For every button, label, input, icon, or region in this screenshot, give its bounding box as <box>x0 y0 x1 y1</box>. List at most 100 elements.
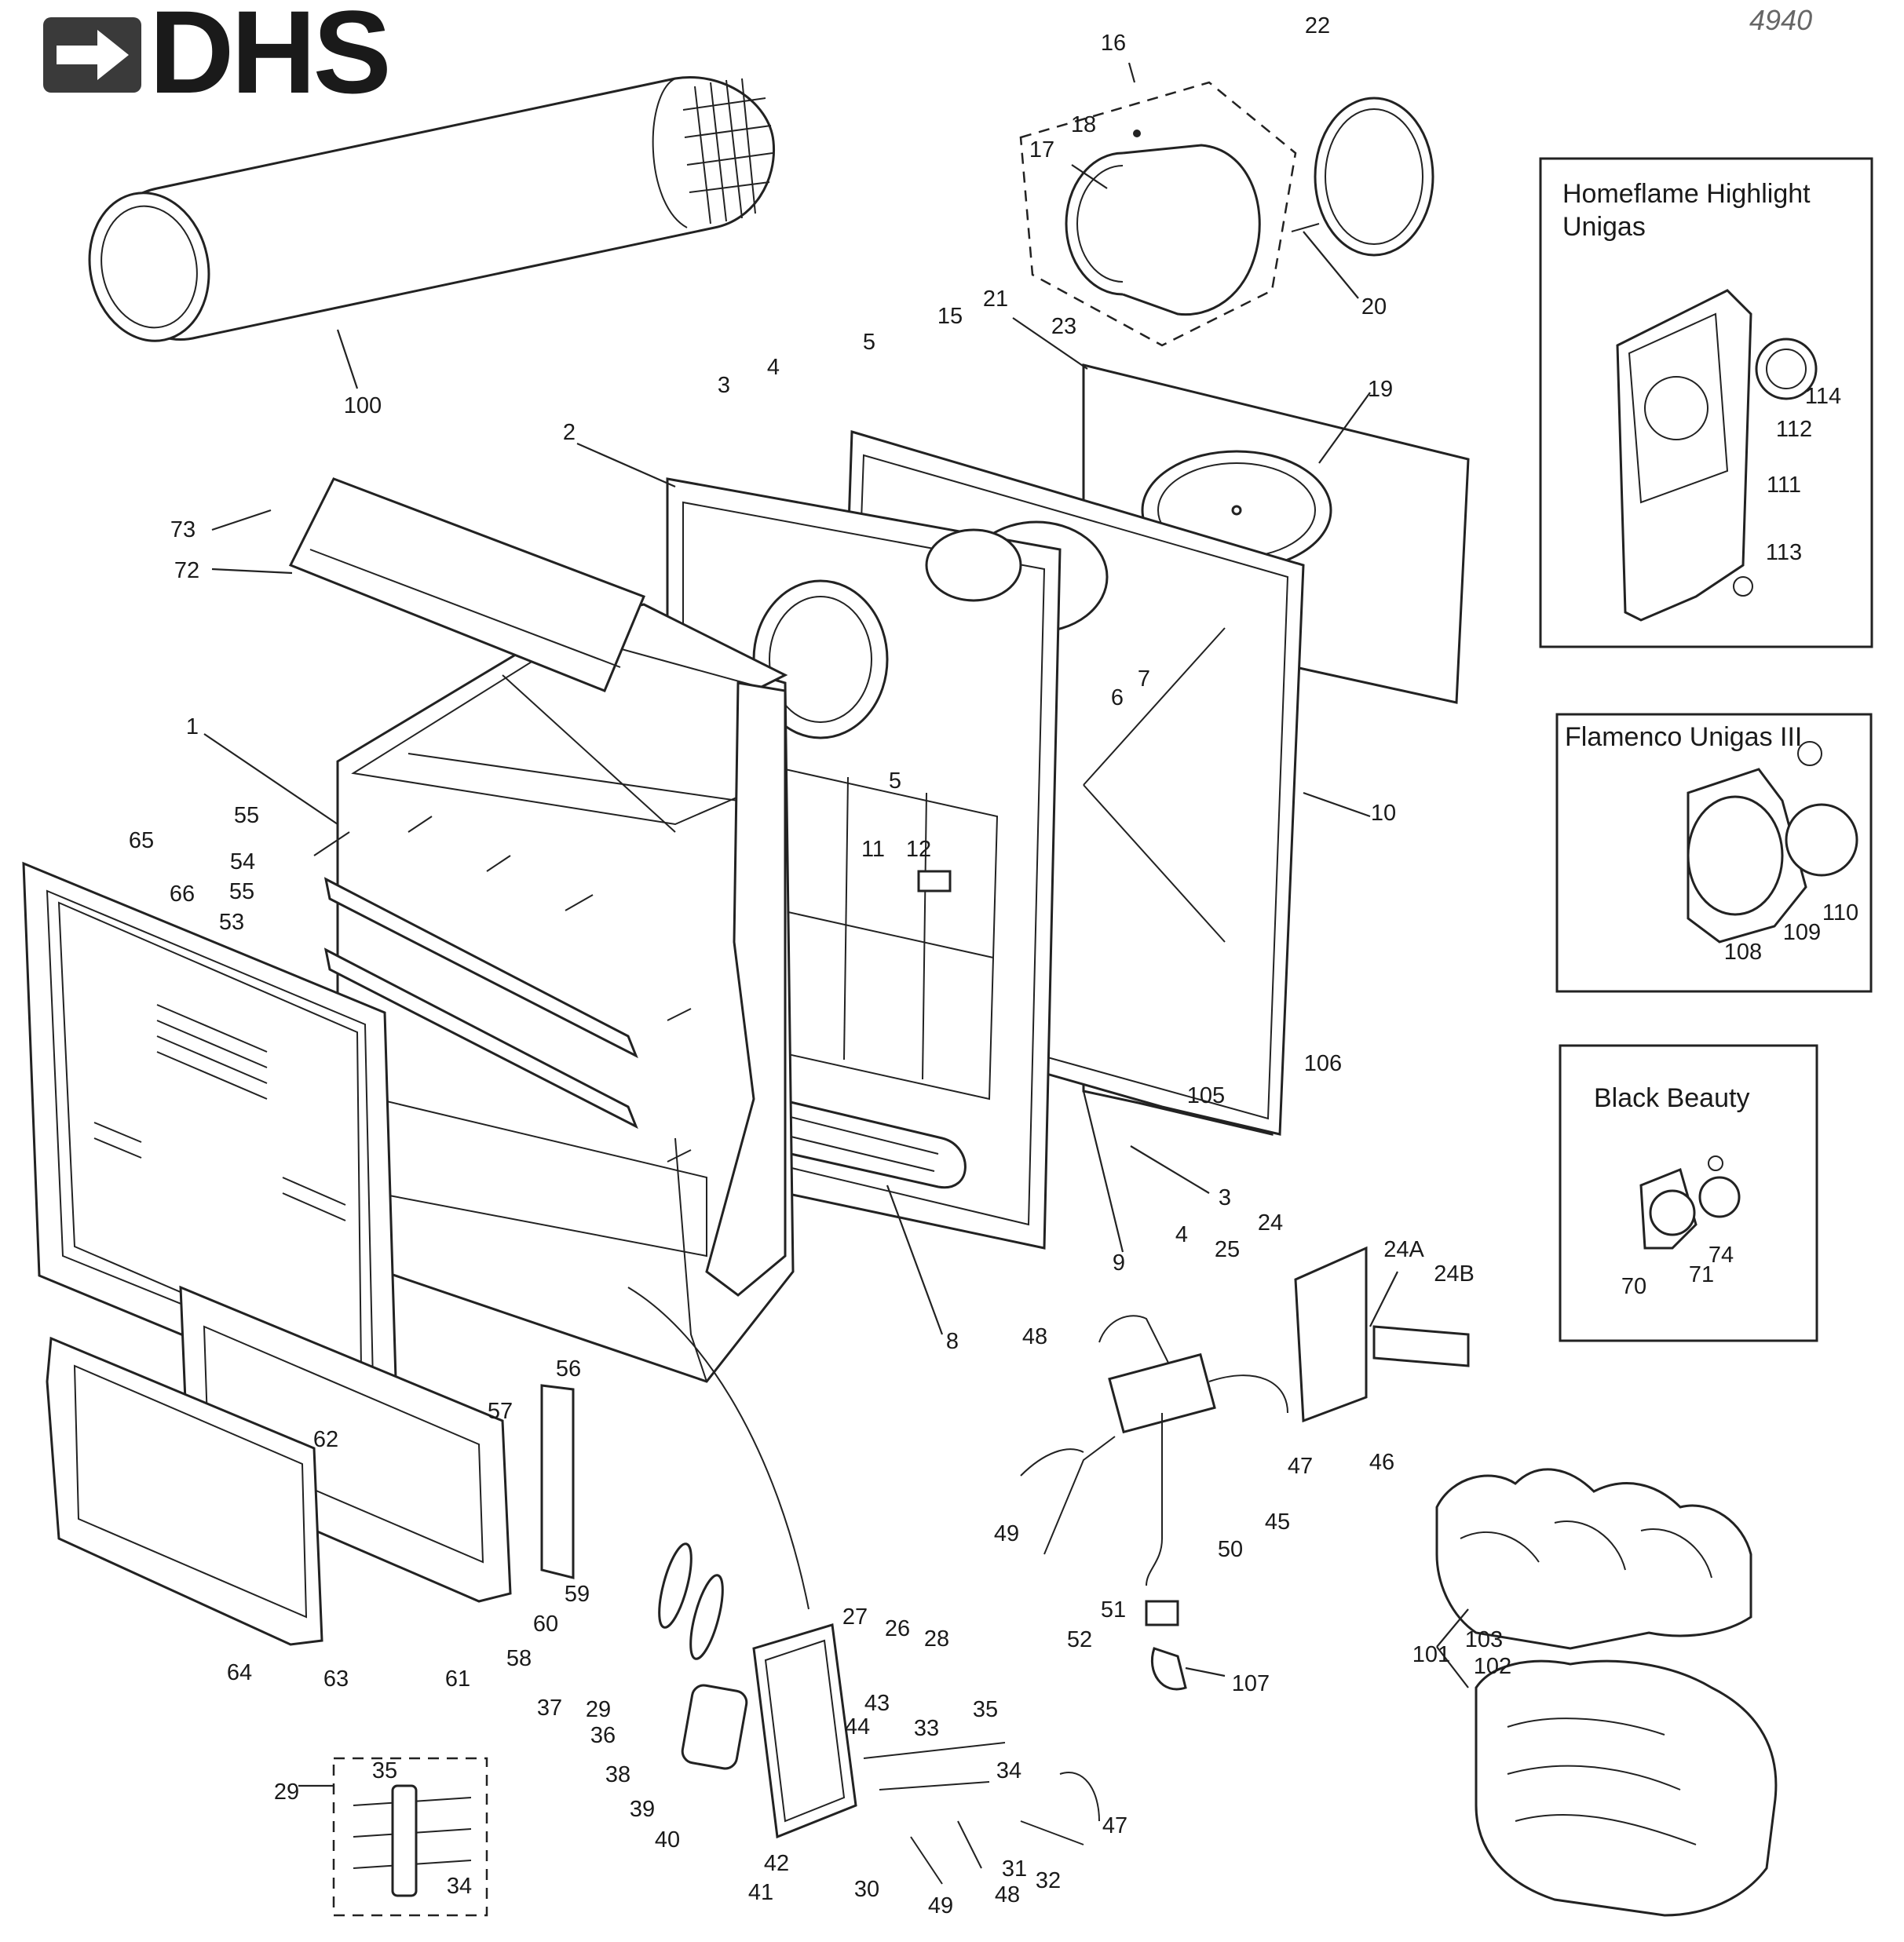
part-flue-ring-group <box>1019 81 1434 347</box>
callout-label: 35 <box>372 1758 397 1783</box>
callout-label: 108 <box>1724 940 1762 965</box>
callout-label: 58 <box>506 1646 532 1671</box>
callout-label: 44 <box>845 1714 870 1739</box>
callout-label: 42 <box>764 1851 789 1876</box>
callout-label: 34 <box>996 1758 1021 1783</box>
callout-label: 7 <box>1138 666 1150 692</box>
panel-flamenco: Flamenco Unigas III <box>1555 713 1873 993</box>
callout-label: 103 <box>1465 1627 1503 1652</box>
callout-label: 109 <box>1783 920 1821 945</box>
callout-label: 6 <box>1111 685 1124 710</box>
callout-label: 29 <box>586 1697 611 1722</box>
callout-label: 51 <box>1101 1597 1126 1623</box>
callout-label: 41 <box>748 1880 773 1905</box>
callout-label: 47 <box>1102 1813 1127 1838</box>
callout-label: 20 <box>1361 294 1387 319</box>
callout-label: 22 <box>1305 13 1330 38</box>
callout-label: 24B <box>1434 1261 1475 1287</box>
callout-label: 101 <box>1412 1642 1450 1667</box>
callout-label: 24 <box>1258 1210 1283 1236</box>
part-baffle <box>288 477 645 692</box>
callout-label: 3 <box>1219 1185 1231 1210</box>
panel-homeflame-title-line2: Unigas <box>1562 212 1646 242</box>
callout-label: 114 <box>1805 384 1841 409</box>
callout-label: 52 <box>1067 1627 1092 1652</box>
callout-label: 64 <box>227 1660 252 1685</box>
callout-label: 40 <box>655 1827 680 1853</box>
panel-flamenco-title: Flamenco Unigas III <box>1565 722 1802 752</box>
callout-label: 21 <box>983 287 1008 312</box>
part-pilot-assembly-box <box>332 1757 488 1917</box>
logo-text: DHS <box>149 0 389 118</box>
callout-label: 57 <box>488 1399 513 1424</box>
part-firebox <box>313 603 795 1383</box>
callout-label: 39 <box>630 1797 655 1822</box>
leader-lines <box>203 62 1469 1787</box>
callout-label: 17 <box>1029 137 1054 162</box>
callout-label: 72 <box>174 558 199 583</box>
panel-homeflame-title-line1: Homeflame Highlight <box>1562 179 1811 209</box>
callout-label: 5 <box>863 330 875 355</box>
callout-label: 29 <box>274 1780 299 1805</box>
callout-label: 100 <box>344 393 382 418</box>
callout-label: 8 <box>946 1329 959 1354</box>
callout-label: 12 <box>906 837 931 862</box>
panel-black-beauty-frame <box>1559 1044 1818 1342</box>
callout-label: 45 <box>1265 1509 1290 1535</box>
callout-label: 19 <box>1368 377 1393 402</box>
callout-label: 23 <box>1051 314 1076 339</box>
part-flue-pipe <box>88 76 776 342</box>
callout-label: 18 <box>1071 112 1096 137</box>
callout-label: 74 <box>1708 1243 1734 1268</box>
part-gas-valve-assembly <box>1020 1246 1470 1691</box>
callout-label: 43 <box>864 1691 890 1716</box>
callout-label: 49 <box>994 1521 1019 1546</box>
callout-label: 111 <box>1767 473 1801 498</box>
callout-label: 60 <box>533 1612 558 1637</box>
callout-label: 32 <box>1036 1868 1061 1893</box>
callout-label: 54 <box>230 849 255 874</box>
callout-label: 38 <box>605 1762 630 1787</box>
callout-label: 48 <box>1022 1324 1047 1349</box>
callout-label: 4 <box>1175 1222 1188 1247</box>
callout-label: 105 <box>1187 1083 1225 1108</box>
callout-label: 107 <box>1232 1671 1270 1696</box>
callout-label: 50 <box>1218 1537 1243 1562</box>
callout-label: 25 <box>1215 1237 1240 1262</box>
callout-label: 3 <box>718 373 730 398</box>
callout-label: 63 <box>323 1666 349 1692</box>
callout-label: 31 <box>1002 1856 1027 1882</box>
callout-label: 37 <box>537 1696 562 1721</box>
callout-label: 24A <box>1383 1237 1424 1262</box>
panel-homeflame-frame <box>1539 157 1873 648</box>
callout-label: 110 <box>1822 900 1858 925</box>
callout-label: 70 <box>1621 1274 1646 1299</box>
callout-label: 2 <box>563 420 576 445</box>
callout-label: 36 <box>590 1723 616 1748</box>
callout-label: 71 <box>1689 1262 1714 1287</box>
callout-label: 33 <box>914 1716 939 1741</box>
callout-label: 73 <box>170 517 196 542</box>
panel-black-beauty: Black Beauty <box>1559 1044 1818 1342</box>
logo-arrow-icon <box>57 30 129 80</box>
callout-label: 28 <box>924 1626 949 1652</box>
callout-label: 112 <box>1776 417 1812 442</box>
callout-label: 49 <box>928 1893 953 1918</box>
part-log-set <box>1435 1468 1778 1917</box>
callout-label: 55 <box>229 879 254 904</box>
panel-flamenco-frame <box>1555 713 1873 993</box>
callout-label: 102 <box>1474 1654 1511 1679</box>
callout-label: 66 <box>170 882 195 907</box>
callout-label: 56 <box>556 1356 581 1382</box>
callout-label: 16 <box>1101 31 1126 56</box>
callout-label: 9 <box>1113 1250 1125 1276</box>
dhs-logo: DHS <box>43 0 392 118</box>
part-lower-panels <box>46 1285 575 1646</box>
callout-label: 11 <box>861 837 885 862</box>
callout-label: 10 <box>1371 801 1396 826</box>
callout-label: 113 <box>1766 540 1802 565</box>
callout-label: 34 <box>447 1874 472 1899</box>
